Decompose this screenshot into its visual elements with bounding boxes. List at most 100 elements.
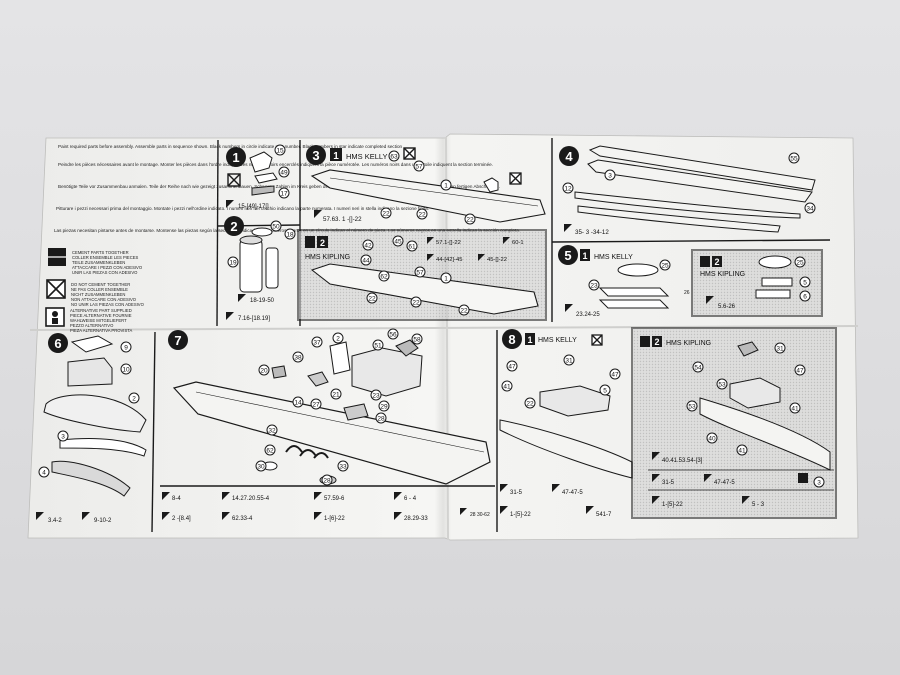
callout-22: 22	[526, 401, 534, 408]
callout-25: 25	[661, 263, 669, 270]
code: 1	[510, 512, 514, 518]
alt-line-0: ALTERNATIVE PART SUPPLIED	[70, 308, 132, 313]
callout-19: 19	[229, 260, 237, 267]
step-code-b: 9-10-2	[94, 518, 112, 524]
step-code-a: 18-19-50	[250, 298, 275, 304]
step-number: 6	[54, 336, 61, 351]
code: 3	[761, 502, 765, 508]
hull-kelly	[310, 169, 546, 223]
callout-63: 63	[390, 154, 398, 161]
kipling-tag: 2	[320, 238, 325, 248]
kelly-name: HMS KELLY	[346, 152, 388, 161]
code: 3	[697, 458, 701, 464]
kelly-tag: 1	[582, 251, 587, 261]
callout-32: 32	[268, 428, 276, 435]
step-6: 6 9 10 2 3 4 3.4-2 9-10-2	[36, 333, 147, 524]
code: 57.	[436, 240, 444, 246]
kelly-name: HMS KELLY	[594, 254, 633, 261]
cement-arrow-icon	[427, 254, 434, 261]
step-number: 8	[508, 332, 515, 347]
code: 6	[331, 516, 335, 522]
step-4: 4 55 3 12 34 35- 3 -34-12	[559, 145, 816, 236]
code: -[8.	[177, 516, 186, 522]
code: 4	[177, 496, 181, 502]
code: 44-[	[436, 257, 446, 263]
svg-text:1-[6]-22: 1-[6]-22	[324, 516, 345, 522]
step-number: 3	[312, 148, 319, 163]
cement-arrow-icon	[314, 210, 322, 218]
svg-text:31-5: 31-5	[510, 490, 523, 496]
callout-12: 12	[564, 186, 572, 193]
svg-text:47-47-5: 47-47-5	[714, 480, 735, 486]
callout-9: 9	[124, 345, 128, 352]
callout-4: 4	[42, 470, 46, 477]
step-1: 1 15 49 17 15-[49]-17[]	[226, 144, 290, 210]
callout-62: 62	[266, 448, 274, 455]
callout-29: 29	[380, 404, 388, 411]
nocement-line-2: NICHT ZUSAMMENKLEBEN	[71, 292, 125, 297]
callout-21: 21	[332, 392, 340, 399]
svg-text:57.59-6: 57.59-6	[324, 496, 345, 502]
callout-57: 57	[415, 164, 423, 171]
svg-text:Peindre les pièces nécessaires: Peindre les pièces nécessaires avant le …	[58, 162, 493, 167]
callout-40: 40	[708, 436, 716, 443]
step-code-c: ]	[267, 204, 269, 210]
callout-28: 28	[377, 416, 385, 423]
code: -[	[665, 502, 669, 508]
svg-text:62.33-4: 62.33-4	[232, 516, 253, 522]
kipling-tag: 2	[714, 257, 719, 267]
cement-arrow-icon	[162, 512, 170, 520]
code: -[	[327, 516, 331, 522]
svg-text:Paint required parts before as: Paint required parts before assembly. As…	[58, 144, 403, 149]
code: -	[757, 502, 759, 508]
code: 5	[596, 512, 600, 518]
callout-22: 22	[368, 296, 376, 303]
code: 47-47-	[714, 480, 731, 486]
callout-41: 41	[503, 384, 511, 391]
code: ]-22	[497, 257, 507, 263]
code: 1	[324, 516, 328, 522]
code: 6	[341, 496, 345, 502]
step-7: 7 56 51 58 37 38 20 14 27	[162, 328, 491, 522]
code: 31-	[662, 480, 671, 486]
callout-5: 5	[803, 280, 807, 287]
code: 8-	[172, 496, 177, 502]
cement-arrow-icon	[500, 506, 508, 514]
svg-text:15-[49]-17[]: 15-[49]-17[]	[238, 204, 269, 210]
callout-1: 1	[444, 183, 448, 190]
step-number: 1	[232, 150, 239, 165]
cement-arrow-icon	[565, 304, 573, 312]
nocement-line-3: NON ATTACCARE CON ADESIVO	[71, 297, 137, 302]
callout-22: 22	[466, 217, 474, 224]
step-number: 7	[174, 333, 181, 348]
code: 28.29-33	[404, 516, 428, 522]
cement-arrow-icon	[222, 512, 230, 520]
callout-41: 41	[791, 406, 799, 413]
callout-22: 22	[460, 308, 468, 315]
kipling-name: HMS KIPLING	[700, 271, 745, 278]
cement-line-2: TEILE ZUSAMMENKLEBEN	[72, 260, 125, 265]
code: 57.63.	[323, 216, 340, 223]
callout-3: 3	[817, 480, 821, 487]
code: 45-[	[487, 257, 497, 263]
callout-56: 56	[389, 332, 397, 339]
callout-55: 55	[790, 156, 798, 163]
code: ]-22	[672, 502, 683, 508]
svg-text:31-5: 31-5	[662, 480, 675, 486]
svg-text:47-47-5: 47-47-5	[562, 490, 583, 496]
callout-47: 47	[611, 372, 619, 379]
code: ]-22	[334, 516, 345, 522]
code: 6	[404, 496, 408, 502]
callout-44: 44	[362, 258, 370, 265]
step-number: 5	[564, 248, 571, 263]
callout-23: 23	[590, 283, 598, 290]
svg-text:40.41.53.54-[3]: 40.41.53.54-[3]	[662, 458, 703, 464]
code: 60-1	[512, 240, 524, 246]
code: 4	[249, 516, 253, 522]
callout-3: 3	[61, 434, 65, 441]
cement-arrow-icon	[460, 508, 467, 515]
code: 5	[579, 490, 583, 496]
callout-51: 51	[374, 343, 382, 350]
callout-18: 18	[286, 232, 294, 239]
callout-62: 62	[380, 274, 388, 281]
